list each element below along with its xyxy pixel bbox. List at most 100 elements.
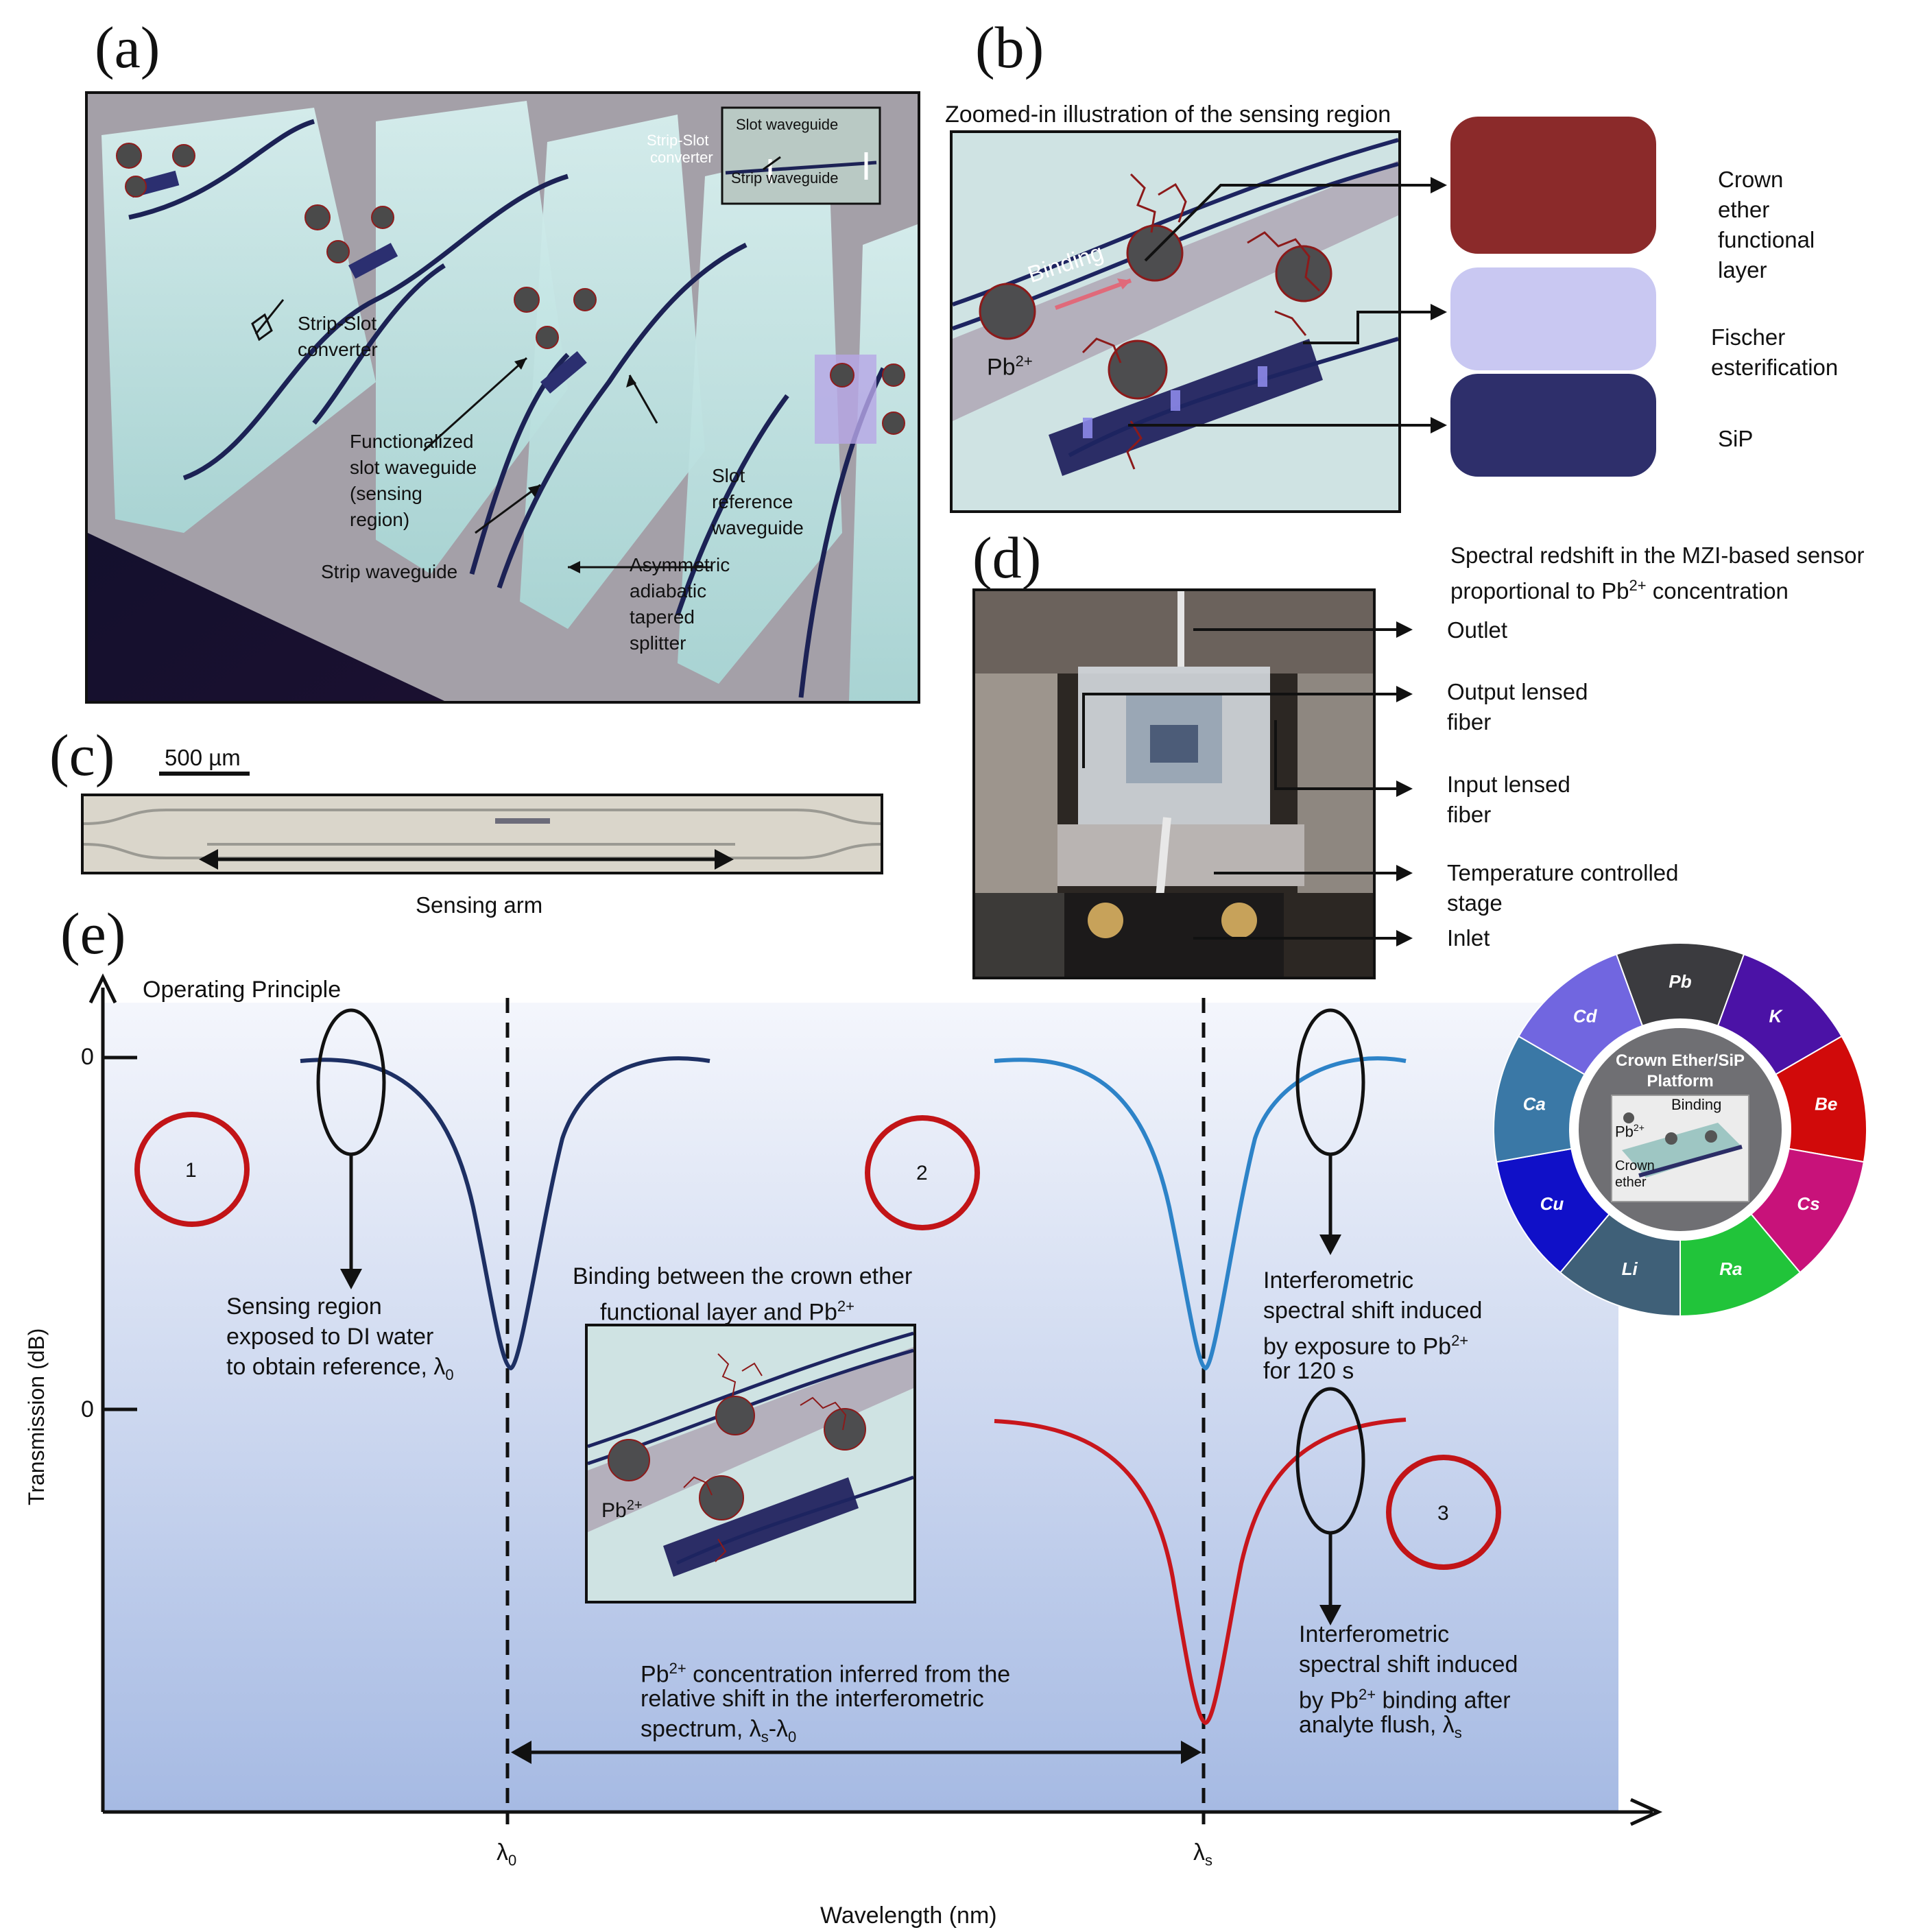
crown-layer-label-4: layer <box>1718 257 1767 283</box>
curve-reference <box>300 1056 710 1371</box>
concentration-caption-2: relative shift in the interferometric <box>641 1686 984 1712</box>
strip-waveguide-label: Strip waveguide <box>321 561 458 582</box>
step-2-caption-2: spectral shift induced <box>1263 1298 1483 1324</box>
inset-converter-label-1: Strip-Slot <box>647 132 709 149</box>
wheel-crown-label-2: ether <box>1615 1175 1647 1190</box>
binding-caption-2: functional layer and Pb2+ <box>600 1298 854 1326</box>
functionalized-label-4: region) <box>350 509 410 530</box>
step-1-caption-2: exposed to DI water <box>226 1324 434 1350</box>
layer-connector-arrows <box>1128 177 1447 433</box>
panel-c-letter: (c) <box>49 722 115 788</box>
step-1-number: 1 <box>185 1159 197 1182</box>
step-2-caption-1: Interferometric <box>1263 1267 1414 1293</box>
sip-layer <box>1450 374 1656 477</box>
pb-label: Pb2+ <box>987 353 1033 381</box>
step-3-caption-1: Interferometric <box>1299 1621 1450 1647</box>
step-3-number: 3 <box>1437 1502 1449 1525</box>
layer-stack <box>1447 113 1694 497</box>
input-fiber-label-2: fiber <box>1447 802 1492 827</box>
wheel-label-cd: Cd <box>1573 1006 1598 1027</box>
inset-slot-label: Slot waveguide <box>736 116 839 133</box>
step-2-number: 2 <box>916 1162 928 1184</box>
sensing-region-render <box>953 133 1398 510</box>
ytick-bottom-label: 0 <box>81 1396 94 1422</box>
binding-inset-render <box>588 1326 913 1601</box>
fischer-layer <box>1450 267 1656 370</box>
curve-exposure <box>994 1056 1407 1371</box>
x-axis-label: Wavelength (nm) <box>820 1903 997 1929</box>
curve-flush <box>994 1418 1407 1726</box>
setup-connector-arrows <box>1082 621 1413 946</box>
wheel-crown-label-1: Crown <box>1615 1158 1655 1173</box>
step-1-caption-1: Sensing region <box>226 1293 382 1320</box>
crown-layer-label-1: Crown <box>1718 167 1784 192</box>
panel-a-letter: (a) <box>95 14 160 80</box>
wheel-label-pb: Pb <box>1669 971 1691 992</box>
temperature-stage-label-1: Temperature controlled <box>1447 860 1679 885</box>
splitter-label-4: splitter <box>630 632 686 654</box>
strip-slot-label-1: Strip-Slot <box>298 313 377 334</box>
panel-a-illustration: Slot waveguide Strip-Slot converter Stri… <box>85 91 920 704</box>
wheel-label-cu: Cu <box>1540 1193 1564 1214</box>
panel-d-letter: (d) <box>972 525 1042 591</box>
slot-reference-label-2: reference <box>712 491 793 512</box>
wheel-center-title-2: Platform <box>1647 1072 1714 1090</box>
crown-ether-layer <box>1450 117 1656 254</box>
lambdas-tick: λs <box>1193 1839 1212 1869</box>
step-2-circle <box>865 1115 980 1230</box>
outlet-label: Outlet <box>1447 617 1508 643</box>
step-2-caption-4: for 120 s <box>1263 1358 1354 1384</box>
inset-converter-label-2: converter <box>650 149 713 166</box>
wheel-label-cs: Cs <box>1797 1193 1819 1214</box>
step-3-caption-3: by Pb2+ binding after <box>1299 1686 1511 1714</box>
step-1-circle <box>134 1112 250 1227</box>
wheel-binding-label: Binding <box>1671 1096 1722 1113</box>
slot-reference-label-1: Slot <box>712 465 745 486</box>
sensing-arm-arrow <box>199 849 734 870</box>
wheel-label-ra: Ra <box>1719 1259 1742 1279</box>
inlet-label: Inlet <box>1447 925 1490 951</box>
temperature-stage-label-2: stage <box>1447 890 1503 916</box>
redshift-caption-2: proportional to Pb2+ concentration <box>1450 577 1789 604</box>
input-fiber-label-1: Input lensed <box>1447 772 1570 797</box>
scale-bar-label: 500 µm <box>165 745 241 770</box>
fischer-layer-label-2: esterification <box>1711 355 1839 380</box>
functionalized-label-3: (sensing <box>350 483 422 504</box>
binding-inset: Pb2+ <box>585 1324 916 1603</box>
concentration-caption-1: Pb2+ concentration inferred from the <box>641 1660 1011 1688</box>
sensing-region-zoom: Binding Pb2+ <box>950 130 1401 513</box>
concentration-caption-3: spectrum, λs-λ0 <box>641 1716 797 1745</box>
panel-b-letter: (b) <box>975 14 1044 80</box>
layer-stack-render <box>1450 117 1656 477</box>
binding-caption-1: Binding between the crown ether <box>573 1263 913 1289</box>
scale-bar <box>159 772 250 776</box>
inset-pb-label: Pb2+ <box>601 1498 643 1522</box>
step-3-circle <box>1386 1455 1501 1570</box>
crown-layer-label-2: ether <box>1718 197 1770 222</box>
step-3-caption-2: spectral shift induced <box>1299 1651 1518 1678</box>
step-1-caption-3: to obtain reference, λ0 <box>226 1354 454 1383</box>
wheel-label-k: K <box>1769 1006 1783 1027</box>
wheel-center-title-1: Crown Ether/SiP <box>1615 1051 1745 1070</box>
functionalized-label-1: Functionalized <box>350 431 474 452</box>
output-fiber-label-1: Output lensed <box>1447 679 1588 704</box>
step-2-caption-3: by exposure to Pb2+ <box>1263 1332 1469 1360</box>
splitter-label-3: tapered <box>630 606 695 628</box>
output-fiber-label-2: fiber <box>1447 709 1492 735</box>
sip-layer-label: SiP <box>1718 426 1754 451</box>
functionalized-label-2: slot waveguide <box>350 457 477 478</box>
splitter-label-2: adiabatic <box>630 580 707 601</box>
y-axis-label: Transmission (dB) <box>24 1328 49 1505</box>
wheel-label-ca: Ca <box>1523 1093 1546 1114</box>
ytick-top-label: 0 <box>81 1044 94 1070</box>
lambda0-tick: λ0 <box>497 1839 517 1869</box>
wheel-label-be: Be <box>1815 1093 1837 1114</box>
operating-principle-label: Operating Principle <box>143 977 342 1003</box>
inset-strip-label: Strip waveguide <box>731 169 839 187</box>
fischer-layer-label-1: Fischer <box>1711 324 1786 350</box>
step-3-caption-4: analyte flush, λs <box>1299 1712 1462 1741</box>
redshift-caption-1: Spectral redshift in the MZI-based senso… <box>1450 542 1865 568</box>
sensing-arm-label: Sensing arm <box>416 892 543 918</box>
